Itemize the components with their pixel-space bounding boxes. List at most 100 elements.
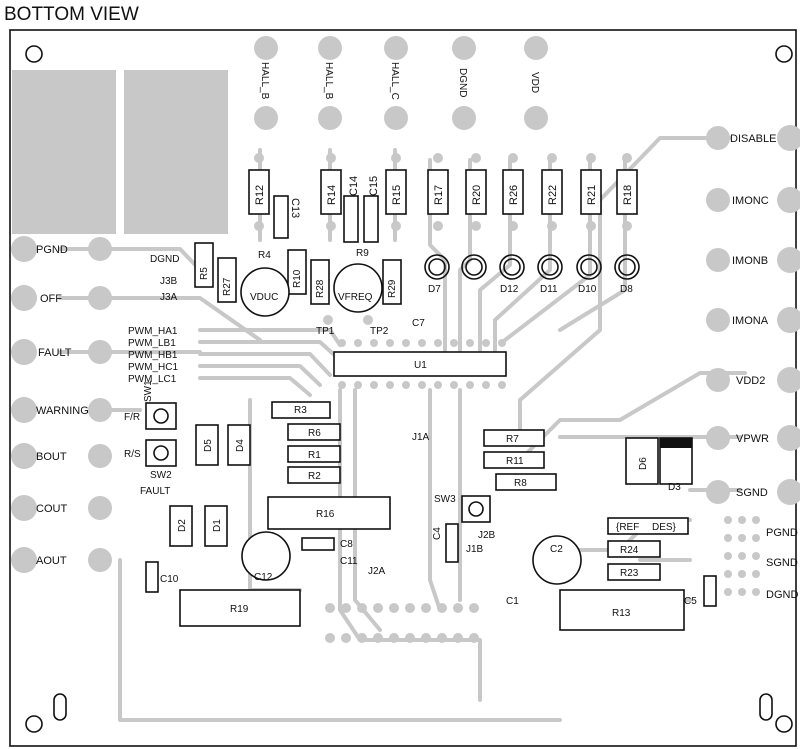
part-label: D4 <box>235 439 246 452</box>
part-label: D10 <box>578 284 597 295</box>
part-label: J1A <box>412 432 430 443</box>
capacitor-c2 <box>532 535 582 585</box>
net-label: J3B <box>160 276 178 287</box>
terminal-label: OFF <box>40 293 62 305</box>
part-label: R5 <box>199 267 210 280</box>
part-label: R17 <box>433 185 445 205</box>
net-label: PWM_LB1 <box>128 338 176 349</box>
part-label: R18 <box>622 185 634 205</box>
part-label: C4 <box>432 527 443 540</box>
terminal-label: COUT <box>36 503 67 515</box>
page-title: BOTTOM VIEW <box>4 4 139 25</box>
part-label: R11 <box>506 456 524 467</box>
capacitor-c5 <box>703 575 717 607</box>
net-label: PWM_HB1 <box>128 350 178 361</box>
part-label: R4 <box>258 250 271 261</box>
part-label: C5 <box>684 596 697 607</box>
capacitor-c10 <box>145 561 159 593</box>
part-label: TP1 <box>316 326 335 337</box>
diode-d5 <box>195 424 219 466</box>
mounting-hole <box>25 45 43 63</box>
part-label: R20 <box>471 185 483 205</box>
part-label: D11 <box>540 284 558 295</box>
part-label: R2 <box>308 471 321 482</box>
diode-d2 <box>169 505 193 547</box>
slot-hole <box>53 693 67 721</box>
terminal-label: DGND <box>457 68 468 97</box>
terminal-label: BOUT <box>36 451 67 463</box>
part-label: C7 <box>412 318 425 329</box>
terminal-label: IMONC <box>732 195 769 207</box>
u1-pins <box>338 339 506 389</box>
part-label: R28 <box>315 279 326 298</box>
switch-sw3 <box>461 495 491 523</box>
mounting-hole <box>25 715 43 733</box>
resistor-r3 <box>271 401 331 419</box>
part-label: C13 <box>289 198 301 218</box>
part-label: C12 <box>254 572 273 583</box>
terminal-label: DGND <box>766 589 798 601</box>
part-label: R10 <box>292 269 303 288</box>
terminal-label: DISABLE <box>730 133 776 145</box>
part-label: J2B <box>478 530 496 541</box>
net-label: FAULT <box>140 486 170 497</box>
resistor-r29 <box>382 259 402 305</box>
part-label: R27 <box>222 277 233 296</box>
terminal-label: FAULT <box>38 347 72 359</box>
part-label: R13 <box>612 608 631 619</box>
part-label: R1 <box>308 450 321 461</box>
diode-d6 <box>625 437 659 485</box>
resistor-r16 <box>267 496 391 530</box>
part-label: R19 <box>230 604 249 615</box>
mounting-hole <box>775 715 793 733</box>
terminal-label: PGND <box>766 527 798 539</box>
ic-u1 <box>333 351 507 377</box>
terminal-label: SGND <box>736 487 768 499</box>
part-label: R14 <box>326 185 338 205</box>
part-label: R6 <box>308 428 321 439</box>
part-label: C2 <box>550 544 563 555</box>
leds <box>424 254 640 280</box>
part-label: D3 <box>668 482 681 493</box>
slot-hole <box>759 693 773 721</box>
net-label: SW1 <box>143 380 154 402</box>
part-label: R15 <box>391 185 403 205</box>
diode-d1 <box>204 505 228 547</box>
part-label: R9 <box>356 248 369 259</box>
part-label: R3 <box>294 405 307 416</box>
part-label: D2 <box>177 519 188 532</box>
terminal-label: WARNING <box>36 405 89 417</box>
terminal-label: VPWR <box>736 433 769 445</box>
top-terminal-labels: HALL_B HALL_B HALL_C DGND VDD <box>259 62 540 100</box>
terminal-label: HALL_B <box>323 62 334 100</box>
led-labels: D7 D12 D11 D10 D8 <box>428 284 633 295</box>
resistor-r1 <box>287 445 341 463</box>
mounting-hole <box>775 45 793 63</box>
left-terminal-labels: PGND OFF FAULT WARNING BOUT COUT AOUT <box>36 244 89 567</box>
resistor-r8 <box>495 473 557 491</box>
resistor-r2 <box>287 466 341 484</box>
switch-sw1 <box>145 402 177 430</box>
part-label: D5 <box>203 439 214 452</box>
resistor-r24 <box>607 540 661 558</box>
top-terminal-pads <box>254 36 548 130</box>
right-terminal-pads <box>706 125 800 596</box>
switch-sw2 <box>145 439 177 467</box>
net-label: R/S <box>124 449 141 460</box>
resistor-r28 <box>310 259 330 305</box>
resistor-r6 <box>287 423 341 441</box>
right-terminal-labels: DISABLE IMONC IMONB IMONA VDD2 VPWR SGND… <box>730 133 798 601</box>
net-label: PWM_HA1 <box>128 326 178 337</box>
part-label: D6 <box>638 457 649 470</box>
resistor-ref <box>607 517 689 535</box>
net-label: PWM_HC1 <box>128 362 178 373</box>
capacitor-c14 <box>343 195 359 243</box>
part-label: C1 <box>506 596 519 607</box>
resistor-r23 <box>607 563 661 581</box>
capacitor-c13 <box>273 195 289 239</box>
net-labels: DGND J3B J3A PWM_HA1 PWM_LB1 PWM_HB1 PWM… <box>124 254 179 497</box>
terminal-label: IMONA <box>732 315 769 327</box>
part-label: SW3 <box>434 494 456 505</box>
part-label: D7 <box>428 284 441 295</box>
